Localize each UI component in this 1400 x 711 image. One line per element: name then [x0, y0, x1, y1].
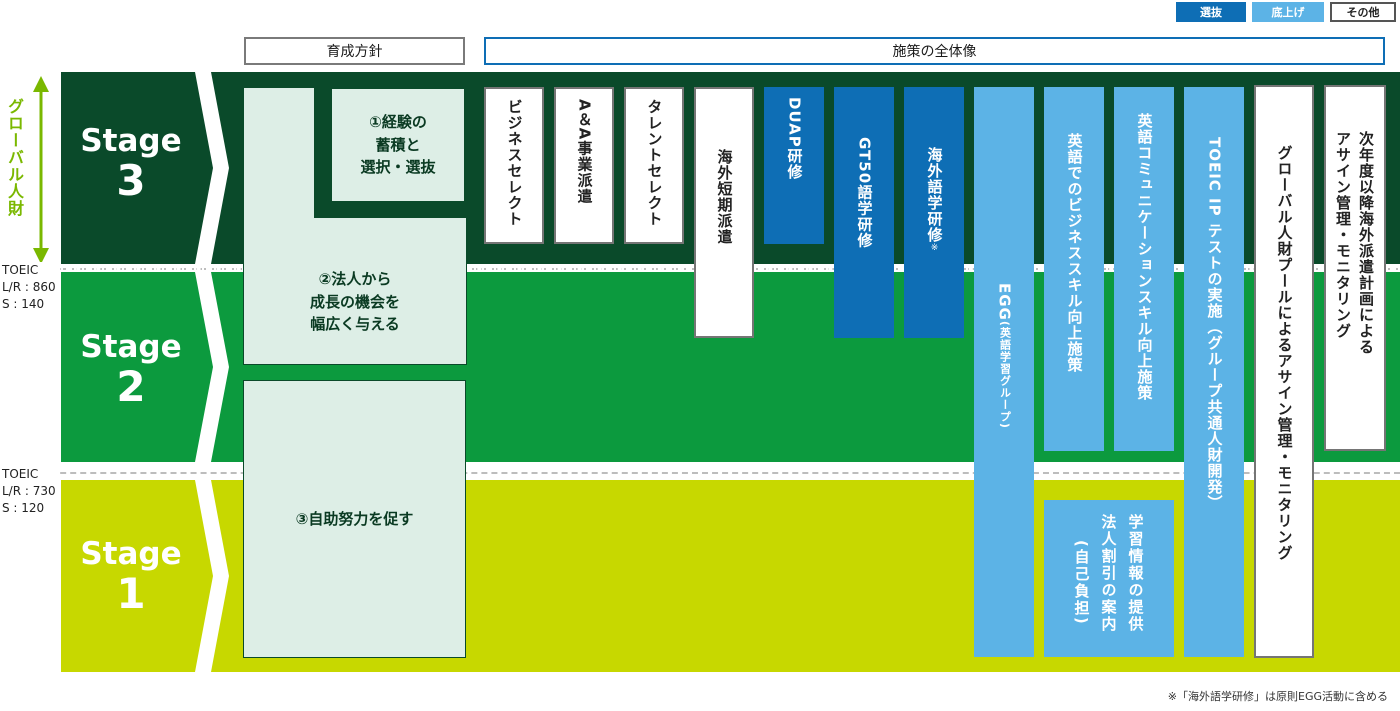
toeic-threshold-line — [0, 472, 1400, 474]
legend-other: その他 — [1330, 2, 1396, 22]
policy-header: 育成方針 — [244, 37, 465, 65]
self-paid-line: (自己負担) — [1072, 540, 1091, 626]
policy-3-box: ③自助努力を促す — [243, 380, 466, 658]
policy-1-box: ①経験の 蓄積と 選択・選抜 — [331, 88, 465, 202]
policy-2-box: ②法人から 成長の機会を 幅広く与える — [244, 240, 466, 364]
global-talent-label: グローバル人財 — [5, 98, 24, 217]
toeic-s: S : 120 — [2, 501, 45, 515]
toeic-label-bg — [0, 262, 60, 320]
policy-2-line: 幅広く与える — [310, 315, 400, 334]
toeic-lr: L/R : 730 — [2, 484, 56, 498]
stage-1-label: Stage 1 — [61, 537, 201, 617]
corporate-discount-line: 法人割引の案内 — [1099, 514, 1118, 633]
next-year-plan-line: 次年度以降海外派遣計画による — [1357, 131, 1375, 355]
footnote: ※「海外語学研修」は原則EGG活動に含める — [1167, 690, 1388, 703]
overview-header: 施策の全体像 — [484, 37, 1385, 65]
stage-number: 2 — [116, 362, 146, 412]
measure-self-funded-learning: 学習情報の提供 法人割引の案内 (自己負担) — [1044, 500, 1174, 657]
policy-1-line: ①経験の — [369, 113, 427, 132]
measure-business-select: ビジネスセレクト — [484, 87, 544, 244]
measure-next-year-dispatch-plan: 次年度以降海外派遣計画による アサイン管理・モニタリング — [1324, 85, 1386, 451]
measure-short-overseas-dispatch: 海外短期派遣 — [694, 87, 754, 338]
measure-english-business-skills: 英語でのビジネススキル向上施策 — [1044, 87, 1104, 451]
stage-word: Stage — [80, 123, 182, 159]
stage-word: Stage — [80, 329, 182, 365]
legend-sokoage: 底上げ — [1252, 2, 1324, 22]
measure-toeic-ip-test: TOEIC IP テストの実施（グループ共通人財開発） — [1184, 87, 1244, 657]
measure-aa-dispatch: A＆A事業派遣 — [554, 87, 614, 244]
legend-senbatsu: 選抜 — [1176, 2, 1246, 22]
measure-english-communication-skills: 英語コミュニケーションスキル向上施策 — [1114, 87, 1174, 451]
policy-2-shape — [243, 87, 467, 365]
measure-egg: EGG(英語学習グループ) — [974, 87, 1034, 657]
measure-gt50-training: GT50語学研修 — [834, 87, 894, 338]
measure-talent-select: タレントセレクト — [624, 87, 684, 244]
toeic-title: TOEIC — [2, 467, 39, 481]
measure-duap-training: DUAP研修 — [764, 87, 824, 244]
egg-subtitle: (英語学習グループ) — [998, 320, 1012, 429]
stage-number: 3 — [116, 156, 146, 206]
toeic-threshold-upper: TOEIC L/R : 860 S : 140 — [2, 262, 56, 313]
stage-word: Stage — [80, 536, 182, 572]
learning-info-line: 学習情報の提供 — [1126, 514, 1145, 633]
policy-3-text: ③自助努力を促す — [295, 509, 414, 528]
measure-global-talent-pool: グローバル人財プールによるアサイン管理・モニタリング — [1254, 85, 1314, 658]
policy-2-line: ②法人から — [318, 270, 392, 289]
policy-1-line: 蓄積と — [375, 135, 421, 154]
stage-number: 1 — [116, 569, 146, 619]
footnote-mark: ※ — [929, 243, 940, 254]
toeic-lr: L/R : 860 — [2, 280, 56, 294]
toeic-label-bg — [0, 465, 60, 523]
measure-overseas-language-training: 海外語学研修※ — [904, 87, 964, 338]
stage-2-label: Stage 2 — [61, 330, 201, 410]
policy-1-line: 選択・選抜 — [360, 158, 436, 177]
toeic-threshold-lower: TOEIC L/R : 730 S : 120 — [2, 466, 56, 517]
global-talent-arrow-icon — [33, 76, 49, 264]
stage-chevron-icon — [195, 72, 229, 672]
stage-3-label: Stage 3 — [61, 124, 201, 204]
assign-management-line: アサイン管理・モニタリング — [1334, 131, 1352, 339]
toeic-s: S : 140 — [2, 297, 45, 311]
policy-2-line: 成長の機会を — [309, 292, 400, 311]
toeic-title: TOEIC — [2, 263, 39, 277]
